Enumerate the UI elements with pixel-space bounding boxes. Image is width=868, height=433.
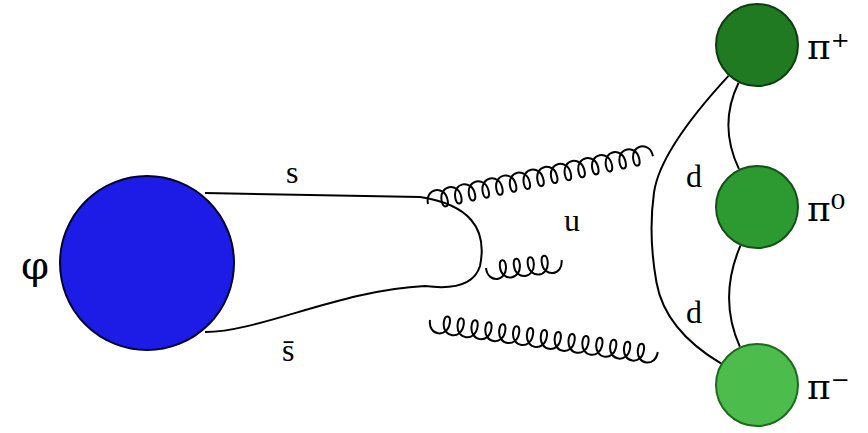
particle-name: π⁺ <box>807 29 850 65</box>
quark-loop <box>205 193 482 332</box>
gluon-top <box>426 144 655 209</box>
pion-circle: π⁰ <box>715 165 799 249</box>
quark-label: d <box>684 160 704 192</box>
meson-circle: φ <box>59 175 235 351</box>
quark-label: u <box>562 204 582 236</box>
quark-line <box>729 246 740 347</box>
quark-line <box>728 83 739 169</box>
particle-name: π⁰ <box>807 191 845 227</box>
pion-circle: π⁻ <box>715 343 799 427</box>
quark-label: d <box>684 296 704 328</box>
particle-name: π⁻ <box>807 369 850 405</box>
pion-circle: π⁺ <box>715 3 799 87</box>
gluon-bottom <box>428 314 658 364</box>
quark-label: s̄ <box>280 334 296 366</box>
quark-label: s <box>284 156 300 188</box>
particle-name: φ <box>21 245 49 285</box>
gluon-middle <box>485 254 562 280</box>
